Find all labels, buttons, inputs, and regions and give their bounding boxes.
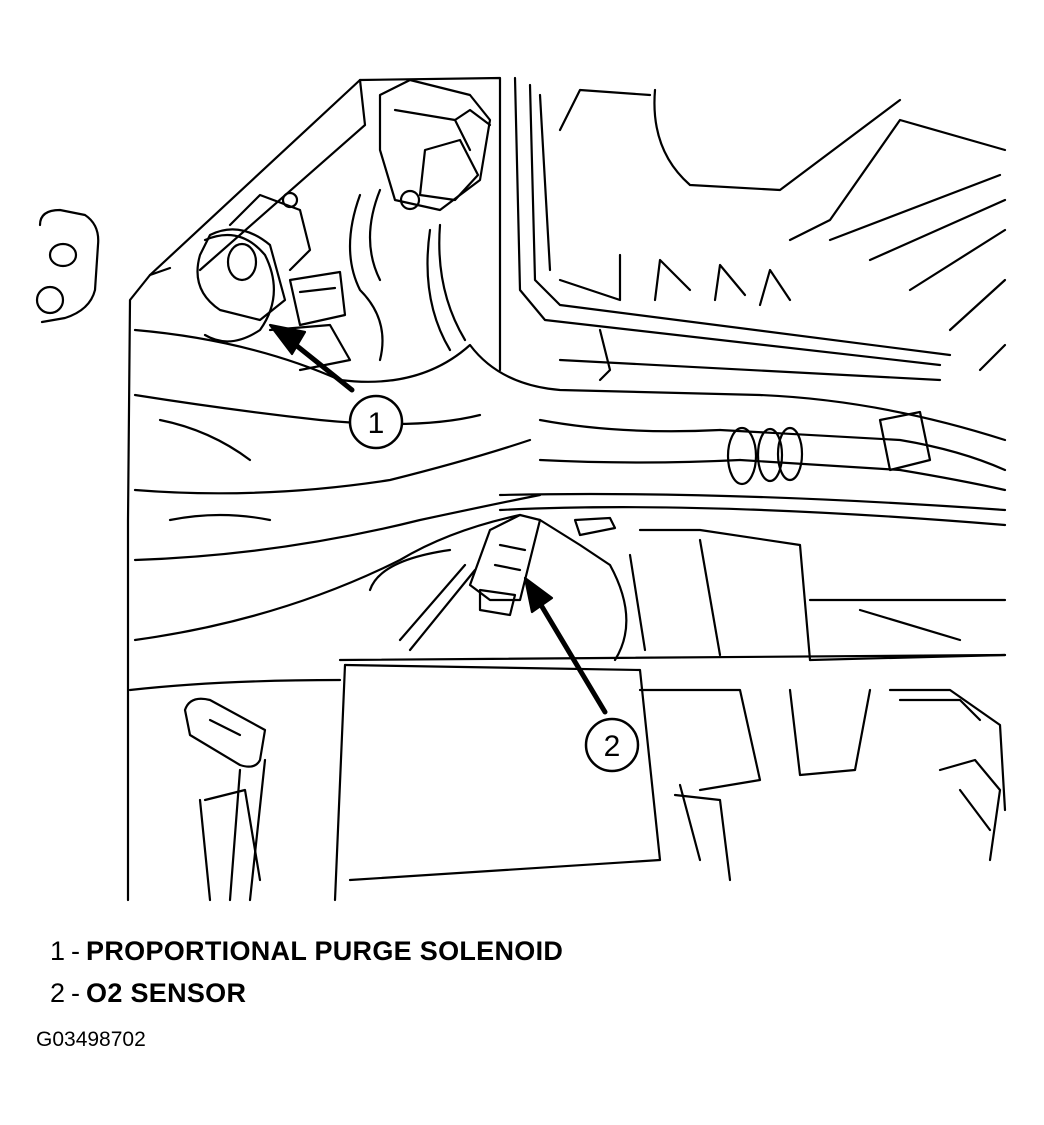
purge-solenoid	[196, 228, 352, 372]
engine-bay-illustration: 1 2	[35, 76, 1007, 902]
wire-left	[348, 193, 384, 362]
callout-2: 2	[584, 717, 640, 773]
left-frame-rail	[126, 266, 172, 902]
leader-arrow-1	[268, 323, 355, 393]
legend-item-2: 2-O2 SENSOR	[50, 972, 563, 1014]
lower-engine-block	[333, 653, 1007, 902]
legend-item-1: 1-PROPORTIONAL PURGE SOLENOID	[50, 930, 563, 972]
legend-item-2-label: O2 SENSOR	[86, 978, 247, 1008]
wire-right-2	[438, 223, 467, 342]
legend: 1-PROPORTIONAL PURGE SOLENOID 2-O2 SENSO…	[50, 930, 563, 1014]
coolant-hose	[498, 410, 1007, 527]
legend-item-1-number: 1	[50, 936, 66, 966]
left-bracket	[35, 208, 100, 324]
air-cleaner-housing	[513, 76, 1007, 382]
upper-connector	[378, 78, 492, 212]
leader-arrow-2	[523, 576, 608, 715]
o2-sensor	[398, 513, 542, 652]
legend-item-2-number: 2	[50, 978, 66, 1008]
callout-1: 1	[348, 394, 404, 450]
callout-1-number: 1	[368, 407, 385, 440]
wire-right	[426, 228, 452, 352]
figure-id: G03498702	[36, 1028, 146, 1051]
callout-2-number: 2	[604, 730, 621, 763]
legend-item-1-label: PROPORTIONAL PURGE SOLENOID	[86, 936, 564, 966]
wiring-harness	[133, 328, 1007, 642]
wire-left-2	[368, 188, 382, 282]
legend-separator: -	[71, 978, 81, 1008]
exhaust-pipe	[368, 516, 1007, 662]
upper-mount	[148, 76, 502, 372]
legend-separator: -	[71, 936, 81, 966]
lower-left-hose	[128, 678, 342, 902]
